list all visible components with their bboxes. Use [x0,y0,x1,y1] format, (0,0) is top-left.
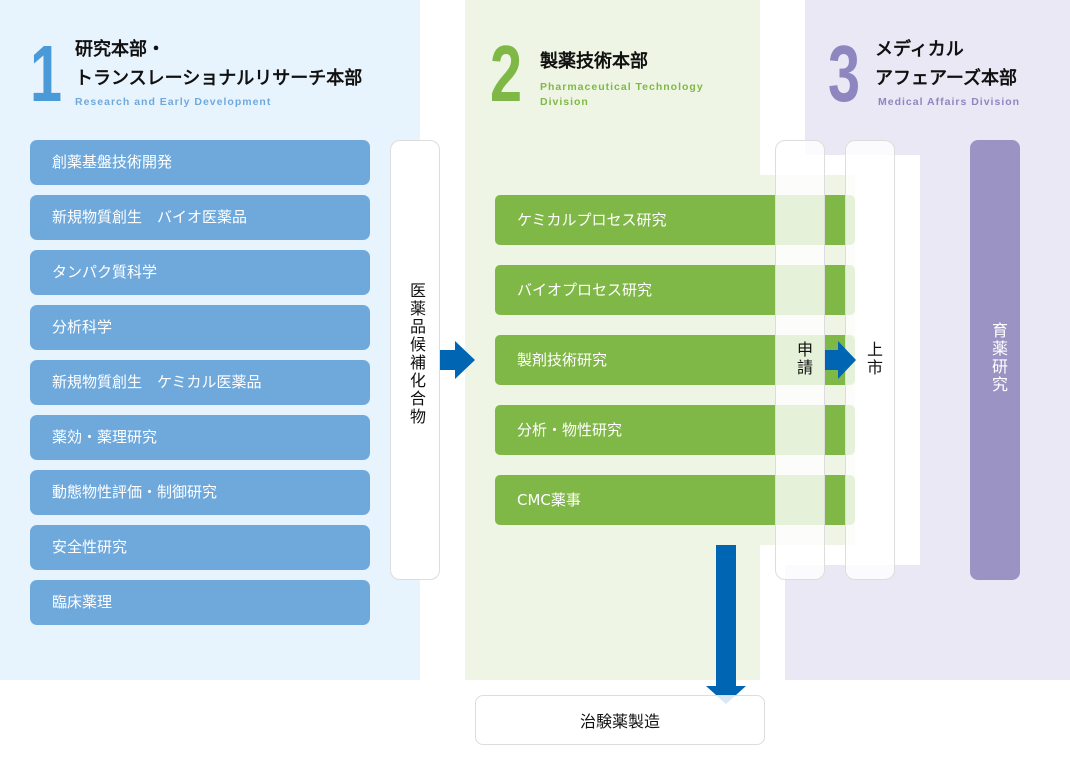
research-item: 新規物質創生 ケミカル医薬品 [30,360,370,405]
medical-affairs-panel-lower [785,565,825,680]
research-title-line2: トランスレーショナルリサーチ本部 [75,68,363,89]
research-item: タンパク質科学 [30,250,370,295]
research-item: 薬効・薬理研究 [30,415,370,460]
research-item: 創薬基盤技術開発 [30,140,370,185]
pharma-tech-title: 製薬技術本部 [540,51,648,72]
research-item: 動態物性評価・制御研究 [30,470,370,515]
application-label: 申請 [794,341,813,377]
candidate-compound-box [390,140,440,580]
pharma-tech-subtitle-line1: Pharmaceutical Technology [540,81,704,93]
pharma-tech-subtitle-line2: Division [540,96,589,108]
arrow-right-head-icon [838,341,856,379]
medical-title-line1: メディカル [875,39,964,60]
candidate-compound-label: 医薬品候補化合物 [407,282,426,426]
research-item: 臨床薬理 [30,580,370,625]
arrow-right-icon [440,350,455,370]
launch-label: 上市 [864,341,883,377]
arrow-down-icon [716,545,736,687]
medical-subtitle: Medical Affairs Division [878,96,1021,108]
research-item: 安全性研究 [30,525,370,570]
section-number-1: 1 [30,29,63,118]
post-marketing-research-box [970,140,1020,580]
research-subtitle: Research and Early Development [75,96,272,108]
investigational-drug-manufacturing-box [475,695,765,745]
section-number-2: 2 [490,29,523,118]
arrow-right-icon [825,350,839,370]
arrow-right-head-icon [455,341,475,379]
application-box [775,140,825,580]
research-item: 分析科学 [30,305,370,350]
medical-title-line2: アフェアーズ本部 [875,68,1018,89]
post-marketing-research-label: 育薬研究 [989,322,1008,394]
section-number-3: 3 [828,29,861,118]
investigational-drug-manufacturing-label: 治験薬製造 [579,712,660,731]
research-item: 新規物質創生 バイオ医薬品 [30,195,370,240]
research-title-line1: 研究本部・ [75,39,165,60]
